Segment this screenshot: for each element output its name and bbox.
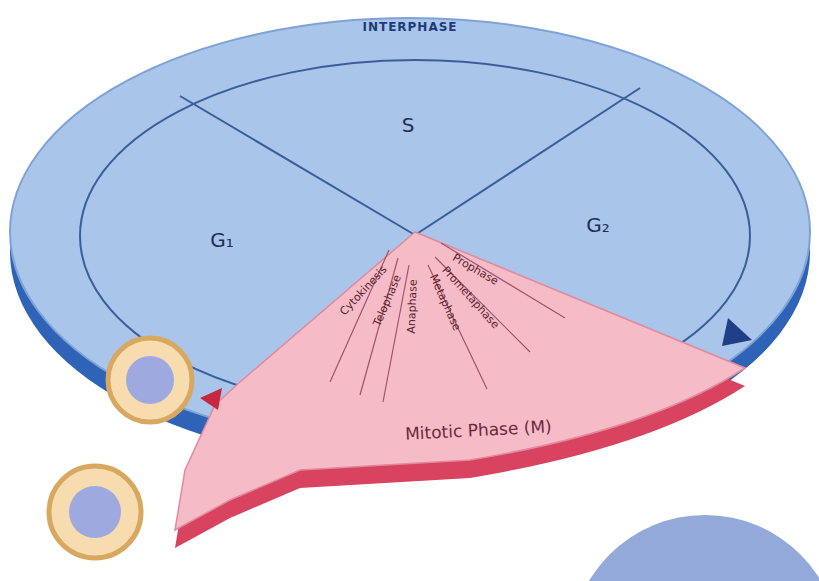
phase-heading: INTERPHASE: [10, 20, 810, 34]
stage-label: Anaphase: [405, 279, 420, 334]
wedge-arrowhead: [200, 388, 222, 410]
mitotic-wedge: [175, 232, 745, 530]
phase-label: G₂: [586, 213, 610, 237]
phase-divider: [415, 88, 640, 235]
partial-disk: [570, 515, 819, 581]
phase-disk: INTERPHASE S G₁ G₂: [10, 18, 810, 446]
phase-sector: S: [398, 111, 419, 139]
daughter-cell: [49, 466, 141, 558]
stage-dividers: [330, 243, 565, 402]
cycle-arrowhead: [722, 318, 752, 346]
phase-divider: [180, 96, 415, 235]
phase-sector: G₁: [206, 226, 238, 254]
phase-label: G₁: [210, 228, 234, 252]
daughter-cell: [108, 338, 192, 422]
phase-label: S: [402, 113, 415, 137]
phase-sector: G₂: [582, 211, 614, 239]
